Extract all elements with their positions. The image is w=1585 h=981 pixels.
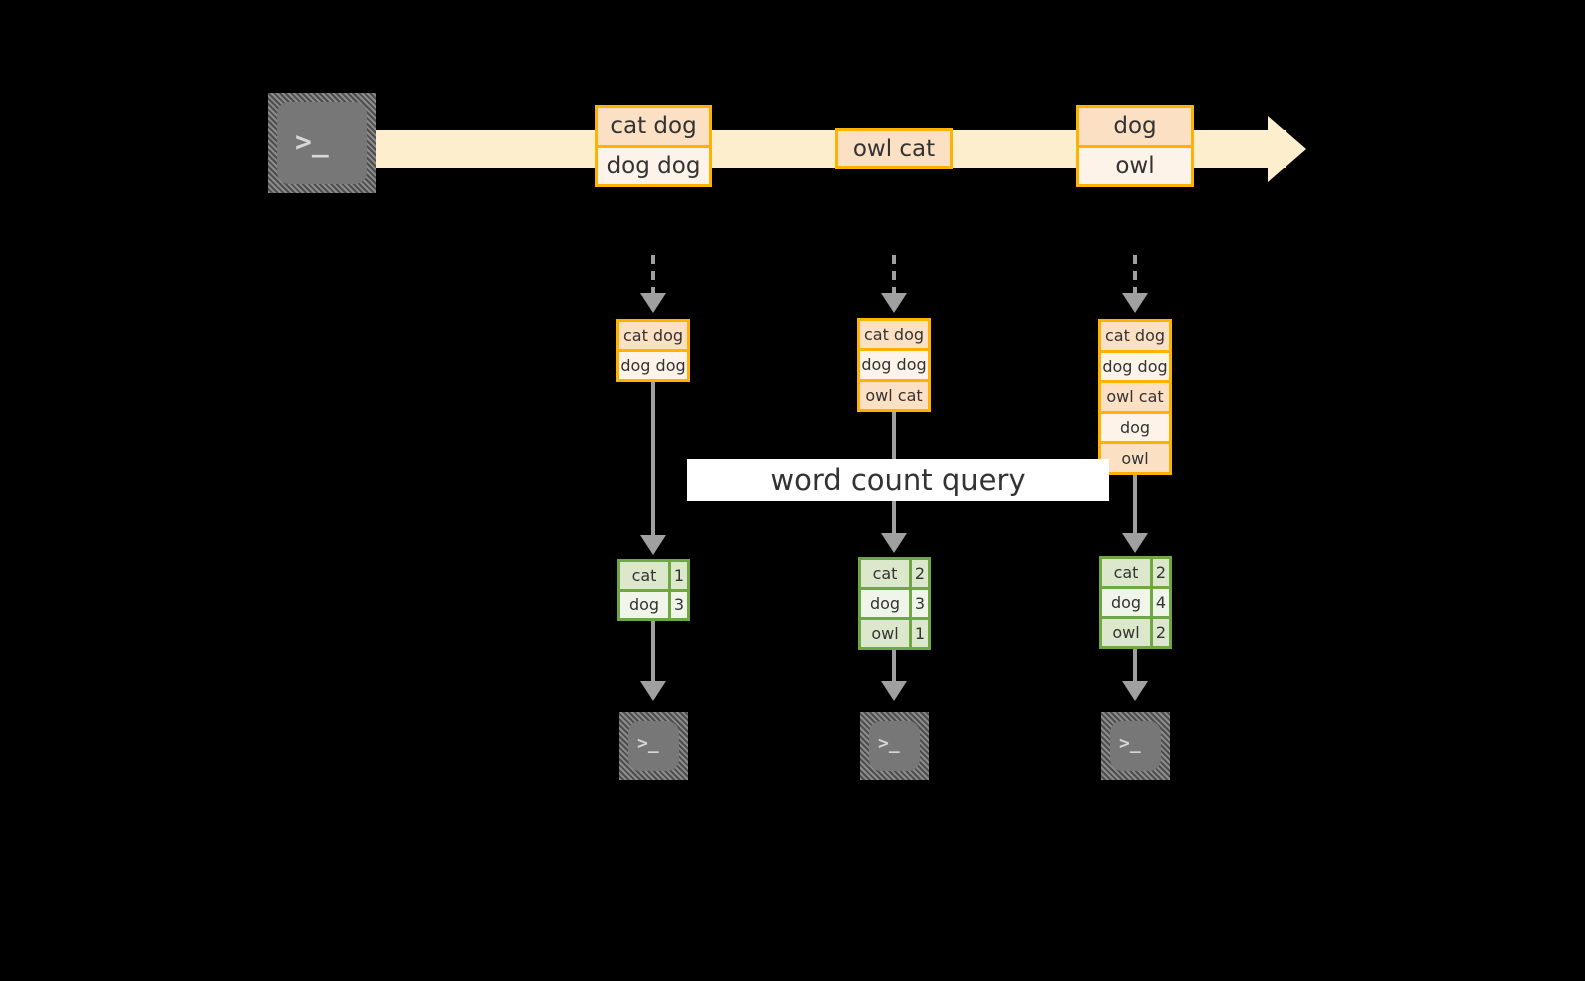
snapshot-3-sink-terminal[interactable]: >_ (1101, 712, 1170, 780)
result-row: dog 4 (1102, 586, 1169, 616)
snapshot-3-result-table[interactable]: cat 2 dog 4 owl 2 (1099, 556, 1172, 649)
state-row: cat dog (1101, 322, 1169, 350)
result-value: 2 (1150, 619, 1169, 646)
result-value: 4 (1150, 589, 1169, 616)
terminal-prompt-icon: >_ (878, 733, 900, 754)
snapshot-3-tap-line (1133, 255, 1137, 295)
terminal-body: >_ (869, 721, 920, 771)
snapshot-2-query-arrowhead (881, 533, 907, 553)
state-row: dog dog (1101, 349, 1169, 381)
stream-message-line: owl (1079, 144, 1191, 184)
snapshot-1-tap-arrowhead (640, 293, 666, 313)
result-row: cat 2 (861, 560, 928, 587)
state-row: owl (1101, 441, 1169, 472)
result-row: owl 1 (861, 617, 928, 647)
snapshot-1-sink-terminal[interactable]: >_ (619, 712, 688, 780)
state-row: dog (1101, 410, 1169, 442)
stream-message-1[interactable]: cat dog dog dog (595, 105, 712, 187)
terminal-prompt-icon: >_ (1119, 733, 1141, 754)
snapshot-3-sink-line (1133, 649, 1137, 683)
snapshot-1-query-arrowhead (640, 535, 666, 555)
result-value: 2 (1150, 559, 1169, 586)
source-terminal[interactable]: >_ (268, 93, 376, 193)
snapshot-1-sink-line (651, 621, 655, 683)
snapshot-3-query-arrowhead (1122, 533, 1148, 553)
result-value: 1 (909, 620, 928, 647)
snapshot-2-sink-terminal[interactable]: >_ (860, 712, 929, 780)
snapshot-2-tap-line (892, 255, 896, 295)
stream-message-line: dog dog (598, 144, 709, 184)
snapshot-3-tap-arrowhead (1122, 293, 1148, 313)
state-row: cat dog (860, 321, 928, 349)
snapshot-1-sink-arrowhead (640, 681, 666, 701)
result-value: 2 (909, 560, 928, 587)
result-key: cat (861, 560, 909, 587)
stream-message-line: cat dog (598, 108, 709, 145)
result-value: 3 (668, 591, 687, 618)
stream-message-2[interactable]: owl cat (835, 128, 953, 169)
result-key: dog (620, 591, 668, 618)
snapshot-1-state-stack[interactable]: cat dog dog dog (616, 319, 690, 382)
snapshot-2-tap-arrowhead (881, 293, 907, 313)
result-key: owl (861, 620, 909, 647)
result-key: dog (1102, 589, 1150, 616)
snapshot-3-state-stack[interactable]: cat dog dog dog owl cat dog owl (1098, 319, 1172, 475)
snapshot-2-result-table[interactable]: cat 2 dog 3 owl 1 (858, 557, 931, 650)
snapshot-2-state-stack[interactable]: cat dog dog dog owl cat (857, 318, 931, 412)
stream-message-line: dog (1079, 108, 1191, 145)
stream-arrowhead (1268, 116, 1306, 182)
snapshot-1-result-table[interactable]: cat 1 dog 3 (617, 559, 690, 621)
snapshot-3-query-line (1133, 475, 1137, 535)
stream-message-line: owl cat (838, 131, 950, 166)
state-row: owl cat (860, 378, 928, 409)
terminal-prompt-icon: >_ (295, 125, 329, 158)
snapshot-2-sink-arrowhead (881, 681, 907, 701)
result-key: cat (620, 562, 668, 589)
result-row: owl 2 (1102, 616, 1169, 646)
result-value: 3 (909, 590, 928, 617)
snapshot-2-sink-line (892, 650, 896, 683)
state-row: dog dog (619, 349, 687, 379)
word-count-query-label: word count query (687, 459, 1109, 501)
stream-message-3[interactable]: dog owl (1076, 105, 1194, 187)
result-row: cat 2 (1102, 559, 1169, 586)
result-value: 1 (668, 562, 687, 589)
terminal-body: >_ (277, 102, 367, 184)
snapshot-1-query-line (651, 382, 655, 537)
result-row: dog 3 (620, 588, 687, 618)
result-key: owl (1102, 619, 1150, 646)
result-key: dog (861, 590, 909, 617)
result-row: dog 3 (861, 587, 928, 617)
terminal-body: >_ (628, 721, 679, 771)
result-key: cat (1102, 559, 1150, 586)
terminal-body: >_ (1110, 721, 1161, 771)
state-row: owl cat (1101, 380, 1169, 411)
terminal-prompt-icon: >_ (637, 733, 659, 754)
snapshot-1-tap-line (651, 255, 655, 295)
state-row: cat dog (619, 322, 687, 349)
snapshot-3-sink-arrowhead (1122, 681, 1148, 701)
result-row: cat 1 (620, 562, 687, 589)
state-row: dog dog (860, 348, 928, 379)
